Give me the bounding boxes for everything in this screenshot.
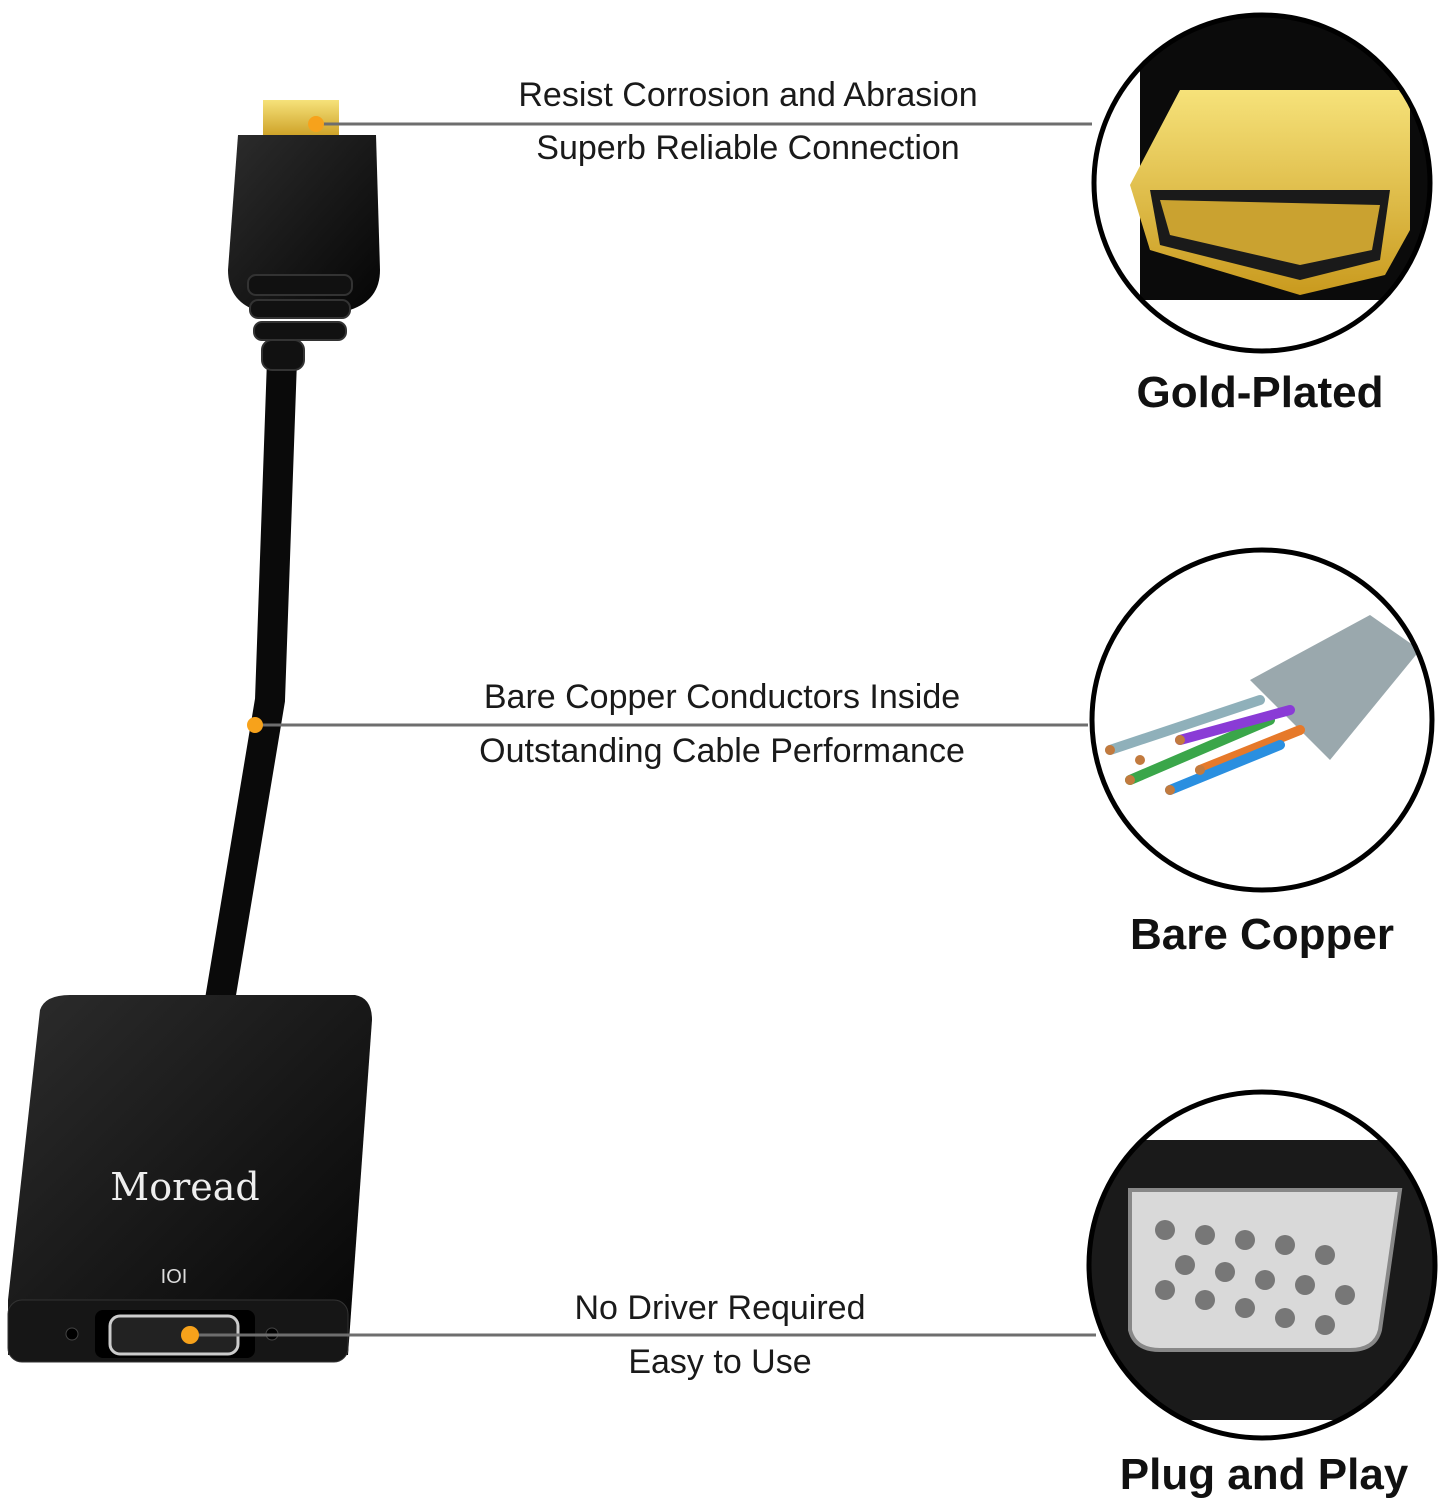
feature-copper-line1: Bare Copper Conductors Inside [483, 678, 961, 716]
hdmi-gold-tip [263, 100, 339, 140]
caption-gold-plated: Gold-Plated [1136, 368, 1384, 417]
gold-plated-closeup [1091, 12, 1433, 354]
brand-logo: Moread [110, 1165, 260, 1209]
plug-and-play-closeup [1086, 1089, 1438, 1441]
bare-copper-closeup [1089, 547, 1435, 893]
feature-gold-line1: Resist Corrosion and Abrasion [518, 76, 978, 114]
feature-copper-line2: Outstanding Cable Performance [479, 732, 965, 770]
callout-dot [247, 717, 263, 733]
callout-dots [181, 116, 324, 1344]
leader-lines [190, 122, 1096, 1337]
feature-plug-line2: Easy to Use [628, 1343, 812, 1381]
vga-adapter: IOI [7, 995, 372, 1363]
feature-gold-line2: Superb Reliable Connection [536, 129, 960, 167]
callout-dot [308, 116, 324, 132]
hdmi-cable [205, 100, 380, 1015]
feature-plug-line1: No Driver Required [574, 1289, 866, 1327]
caption-plug-and-play: Plug and Play [1119, 1450, 1409, 1499]
vga-symbol: IOI [161, 1266, 188, 1288]
hdmi-plug-housing [228, 135, 380, 310]
callout-dot [181, 1326, 199, 1344]
caption-bare-copper: Bare Copper [1129, 910, 1395, 959]
